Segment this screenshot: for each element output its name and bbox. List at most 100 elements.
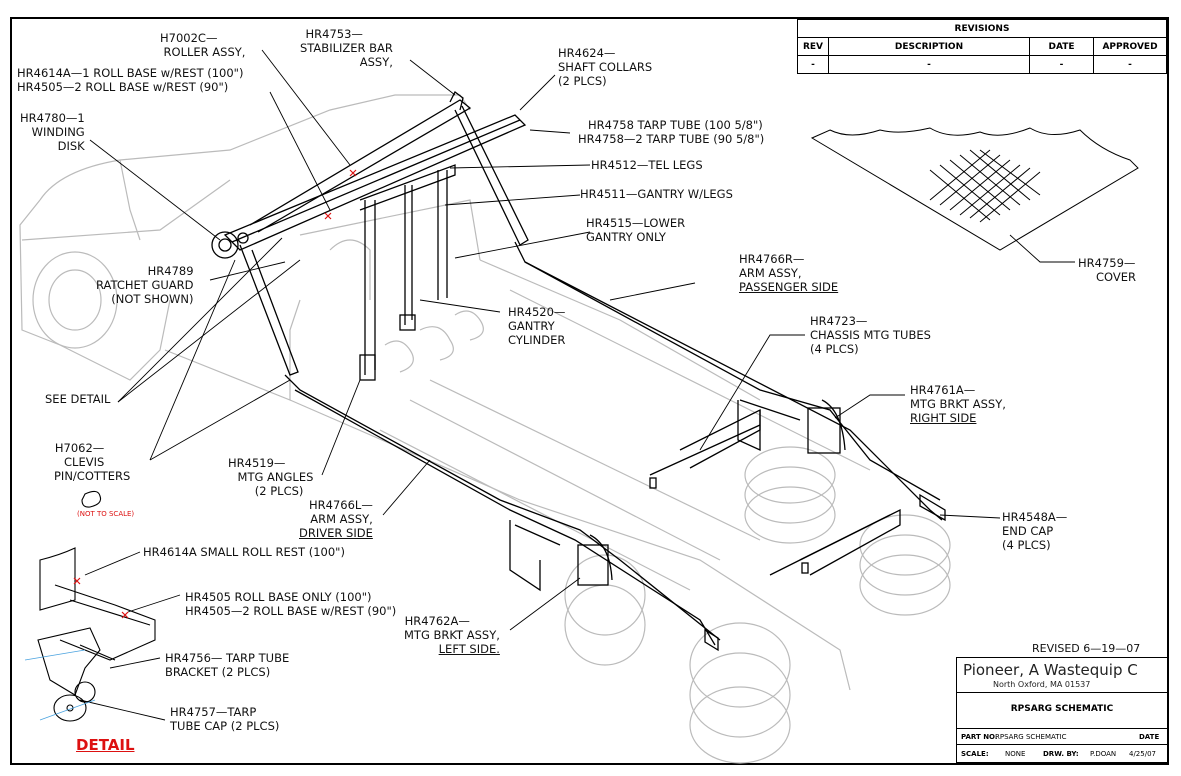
callout-shaft-collars: HR4624— SHAFT COLLARS (2 PLCS) — [558, 46, 652, 88]
revisions-title: REVISIONS — [797, 19, 1167, 38]
detail-title: DETAIL — [76, 736, 135, 754]
sheet-border — [10, 17, 1169, 765]
detail-illustration — [37, 490, 156, 722]
detail-blue-marks — [24, 649, 96, 721]
leader-lines — [79, 49, 1075, 721]
callout-mtg-angles: HR4519— MTG ANGLES (2 PLCS) — [228, 456, 313, 498]
callout-line: HR4723— — [810, 314, 868, 328]
callout-line: PIN/COTTERS — [54, 469, 131, 483]
callout-line: LEFT SIDE. — [438, 642, 500, 656]
drawn-by-value: P.DOAN — [1090, 750, 1117, 758]
callout-line: (2 PLCS) — [558, 74, 607, 88]
drawn-by-label: DRW. BY: — [1043, 750, 1079, 758]
approved-cell: - — [1093, 55, 1167, 74]
callout-line: MTG BRKT ASSY, — [910, 397, 1006, 411]
callout-line: HR4759— — [1078, 256, 1136, 270]
callout-line: HR4614A—1 ROLL BASE w/REST (100") — [17, 66, 244, 80]
callout-line: HR4520— — [508, 305, 566, 319]
description-header: DESCRIPTION — [828, 37, 1030, 56]
callout-line: ASSY, — [359, 55, 393, 69]
callout-line: (2 PLCS) — [254, 484, 304, 498]
callout-line: HR4766L— — [309, 498, 373, 512]
not-to-scale-note: (NOT TO SCALE) — [77, 510, 135, 518]
callout-line: MTG BRKT ASSY, — [404, 628, 500, 642]
drawing-title: RPSARG SCHEMATIC — [1010, 704, 1114, 714]
callout-lower-gantry: HR4515—LOWER GANTRY ONLY — [586, 216, 685, 244]
tarp-system — [211, 91, 946, 652]
callout-ratchet-guard: HR4789 RATCHET GUARD (NOT SHOWN) — [96, 264, 194, 306]
callout-line: PASSENGER SIDE — [739, 280, 839, 294]
callout-line: RATCHET GUARD — [96, 278, 194, 292]
callout-line: HR4753— — [305, 27, 363, 41]
callout-roller-assy: H7002C— ROLLER ASSY, — [160, 31, 245, 59]
callout-line: END CAP — [1002, 524, 1054, 538]
revised-date: REVISED 6—19—07 — [1032, 642, 1141, 655]
callout-line: HR4789 — [147, 264, 194, 278]
callout-line: CHASSIS MTG TUBES — [810, 328, 931, 342]
callout-line: ARM ASSY, — [310, 512, 373, 526]
revisions-table: REVISIONS REV DESCRIPTION DATE APPROVED … — [797, 19, 1167, 74]
callout-chassis-tubes: HR4723— CHASSIS MTG TUBES (4 PLCS) — [810, 314, 931, 356]
callout-gantry-legs: HR4511—GANTRY W/LEGS — [580, 187, 733, 201]
callout-line: (4 PLCS) — [810, 342, 859, 356]
callout-line: GANTRY — [508, 319, 555, 333]
callout-small-roll-rest: HR4614A SMALL ROLL REST (100") — [143, 545, 345, 559]
drawing-date: 4/25/07 — [1129, 750, 1156, 758]
callout-roll-base: HR4614A—1 ROLL BASE w/REST (100") HR4505… — [17, 66, 243, 94]
rev-header: REV — [797, 37, 829, 56]
callout-line: WINDING — [31, 125, 85, 139]
callout-line: HR4766R— — [739, 252, 805, 266]
callout-line: HR4515—LOWER — [586, 216, 686, 230]
part-no-label: PART NO. — [961, 733, 998, 741]
callout-gantry-cylinder: HR4520— GANTRY CYLINDER — [508, 305, 565, 347]
rear-wheels — [564, 446, 951, 764]
scale-label: SCALE: — [961, 750, 989, 758]
callout-tarp-tube: HR4758 TARP TUBE (100 5/8") HR4758—2 TAR… — [578, 118, 764, 146]
callout-line: DRIVER SIDE — [299, 526, 373, 540]
callout-line: H7002C— — [160, 31, 218, 45]
cover-illustration — [810, 127, 1139, 251]
callout-line: (4 PLCS) — [1002, 538, 1051, 552]
title-block: Pioneer, A Wastequip C North Oxford, MA … — [956, 657, 1168, 763]
callout-line: STABILIZER BAR — [300, 41, 393, 55]
callout-line: HR4505—2 ROLL BASE w/REST (90") — [185, 604, 397, 618]
callout-line: HR4758 TARP TUBE (100 5/8") — [588, 118, 763, 132]
callout-line: HR4756— TARP TUBE — [165, 651, 290, 665]
divider — [957, 692, 1167, 693]
callout-line: CLEVIS — [64, 455, 105, 469]
rev-cell: - — [797, 55, 829, 74]
callout-tube-cap: HR4757—TARP TUBE CAP (2 PLCS) — [170, 705, 279, 733]
company-name: Pioneer, A Wastequip C — [963, 661, 1138, 679]
callout-line: HR4519— — [228, 456, 286, 470]
truck-outline — [19, 94, 871, 691]
callout-see-detail: SEE DETAIL — [45, 392, 111, 406]
callout-line: (NOT SHOWN) — [111, 292, 194, 306]
description-cell: - — [828, 55, 1030, 74]
red-marks — [324, 169, 357, 220]
callout-line: HR4758—2 TARP TUBE (90 5/8") — [578, 132, 765, 146]
callout-line: COVER — [1096, 270, 1137, 284]
callout-line: ARM ASSY, — [739, 266, 802, 280]
date-label: DATE — [1139, 733, 1160, 741]
callout-clevis: H7062— CLEVIS PIN/COTTERS — [54, 441, 130, 483]
part-no-value: RPSARG SCHEMATIC — [995, 733, 1067, 741]
company-address: North Oxford, MA 01537 — [993, 680, 1091, 689]
callout-line: HR4624— — [558, 46, 616, 60]
callout-arm-passenger: HR4766R— ARM ASSY, PASSENGER SIDE — [739, 252, 838, 294]
callout-roll-base-only: HR4505 ROLL BASE ONLY (100") HR4505—2 RO… — [185, 590, 396, 618]
callout-mtg-brkt-right: HR4761A— MTG BRKT ASSY, RIGHT SIDE — [910, 383, 1006, 425]
callout-winding-disk: HR4780—1 WINDING DISK — [20, 111, 85, 153]
callout-line: H7062— — [54, 441, 105, 455]
divider — [957, 744, 1167, 745]
callout-line: BRACKET (2 PLCS) — [165, 665, 271, 679]
callout-line: HR4548A— — [1002, 510, 1068, 524]
callout-line: HR4780—1 — [20, 111, 85, 125]
callout-line: DISK — [57, 139, 85, 153]
callout-arm-driver: HR4766L— ARM ASSY, DRIVER SIDE — [299, 498, 373, 540]
callout-line: ROLLER ASSY, — [163, 45, 246, 59]
date-header: DATE — [1029, 37, 1094, 56]
callout-line: TUBE CAP (2 PLCS) — [170, 719, 280, 733]
detail-red-marks — [73, 577, 129, 619]
callout-line: HR4762A— — [404, 614, 470, 628]
